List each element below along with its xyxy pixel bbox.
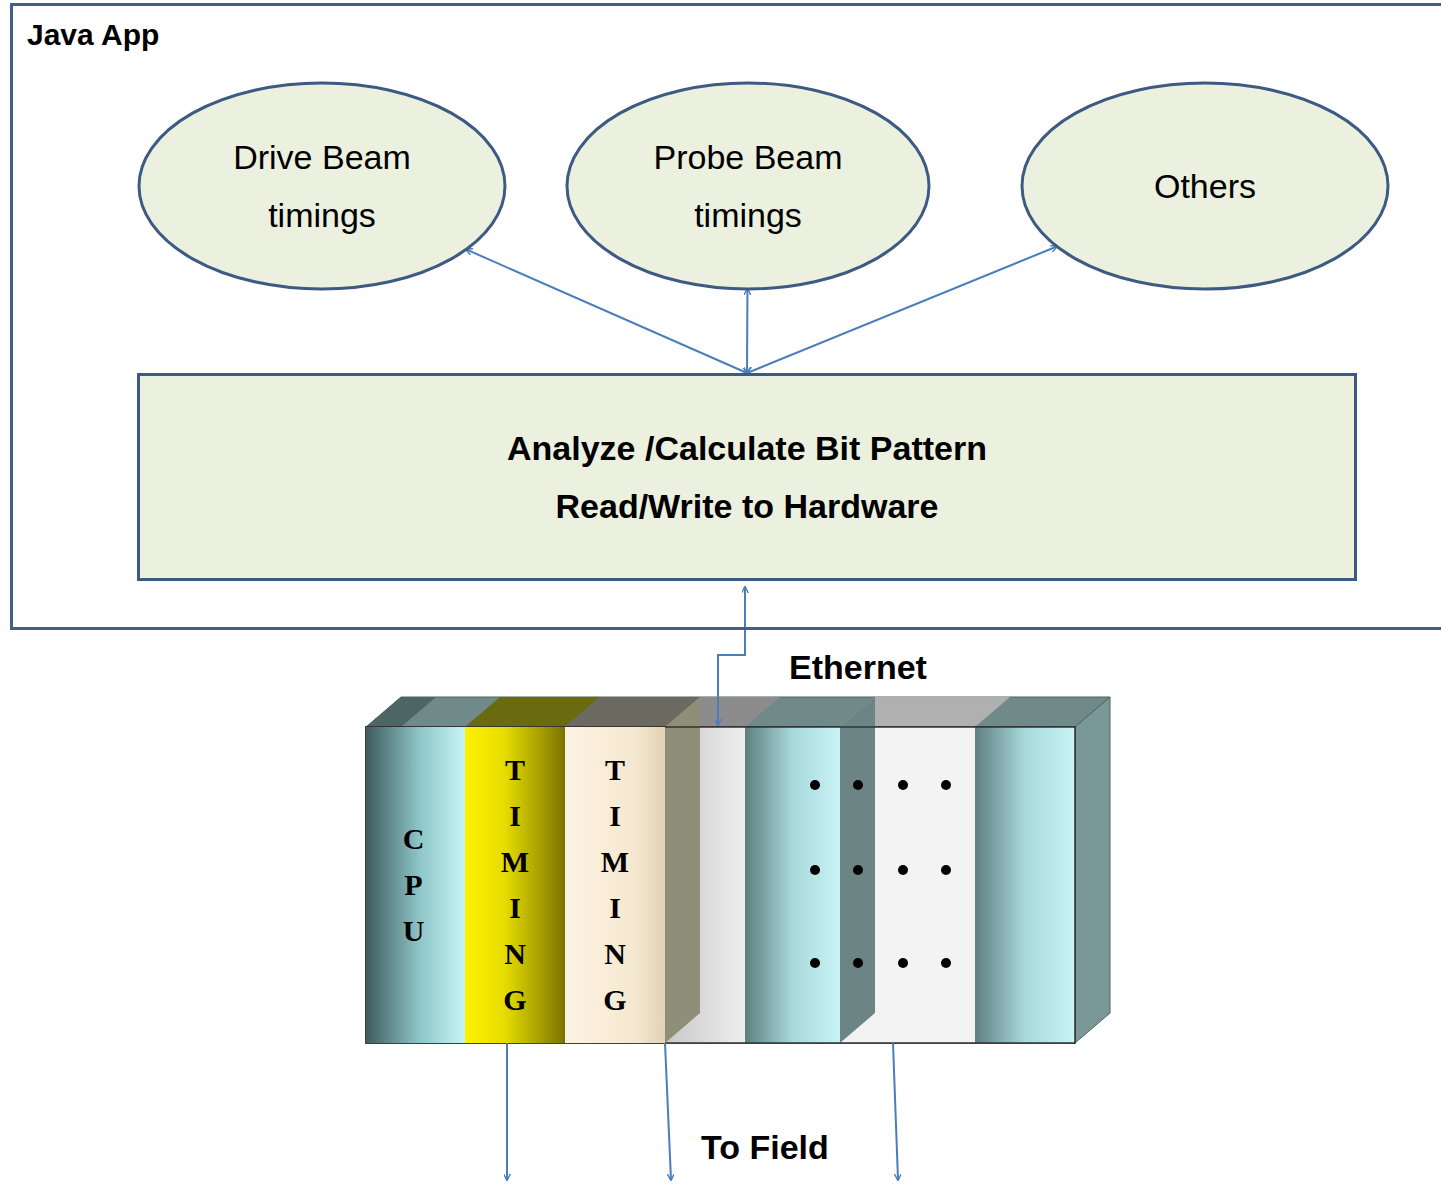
dot bbox=[810, 958, 820, 968]
panel-heading: Java App bbox=[27, 18, 1427, 52]
field-label: To Field bbox=[697, 1128, 833, 1167]
app-frame: Java AppDrive Beam timings Probe Beam tim… bbox=[10, 3, 1441, 630]
ellipse-shape bbox=[139, 83, 505, 289]
ellipse-outline bbox=[565, 81, 931, 291]
field-wire bbox=[665, 1043, 671, 1180]
ellipse-outline bbox=[137, 81, 507, 291]
dot bbox=[853, 958, 863, 968]
timing-ellipse: Drive Beam timings bbox=[137, 81, 507, 291]
crate-top-slot bbox=[366, 697, 436, 727]
continuation-dots bbox=[810, 780, 951, 968]
card-label: CPU bbox=[399, 816, 429, 954]
ellipse-label: Drive Beam timings bbox=[207, 128, 436, 244]
dot bbox=[898, 958, 908, 968]
slot-edge bbox=[665, 697, 700, 1043]
slot-edge bbox=[840, 697, 875, 1043]
crate-front bbox=[366, 727, 1075, 1043]
field-wire bbox=[893, 1043, 898, 1180]
connector-arrow bbox=[746, 289, 748, 373]
cpu-card: CPU bbox=[366, 727, 465, 1043]
card-label: TIMING bbox=[500, 747, 530, 1023]
dot bbox=[898, 865, 908, 875]
card-slot bbox=[745, 727, 840, 1043]
crate-top bbox=[366, 697, 1110, 727]
field-wire bbox=[506, 1043, 508, 1180]
ellipse-label: Others bbox=[1154, 157, 1256, 215]
process-box: Analyze /Calculate Bit Pattern Read/Writ… bbox=[137, 373, 1357, 581]
timing-card: TIMING bbox=[565, 727, 665, 1043]
ellipse-shape bbox=[1022, 83, 1388, 289]
dot bbox=[941, 780, 951, 790]
dot bbox=[941, 865, 951, 875]
ellipse-label: Probe Beam timings bbox=[635, 128, 862, 244]
dot bbox=[810, 865, 820, 875]
ellipse-shape bbox=[567, 83, 929, 289]
timing-ellipse: Others bbox=[1020, 81, 1390, 291]
dot bbox=[898, 780, 908, 790]
crate-outline bbox=[366, 727, 1075, 1043]
timing-ellipse: Probe Beam timings bbox=[565, 81, 931, 291]
network-label: Ethernet bbox=[785, 648, 931, 687]
crate-side bbox=[1075, 697, 1110, 1043]
dot bbox=[810, 780, 820, 790]
ethernet-wire bbox=[718, 587, 745, 725]
box-label: Analyze /Calculate Bit Pattern Read/Writ… bbox=[467, 419, 1027, 535]
dot bbox=[853, 780, 863, 790]
card-label: TIMING bbox=[600, 747, 630, 1023]
dot bbox=[853, 865, 863, 875]
card-slot bbox=[975, 727, 1075, 1043]
dot bbox=[941, 958, 951, 968]
timing-card: TIMING bbox=[465, 727, 565, 1043]
